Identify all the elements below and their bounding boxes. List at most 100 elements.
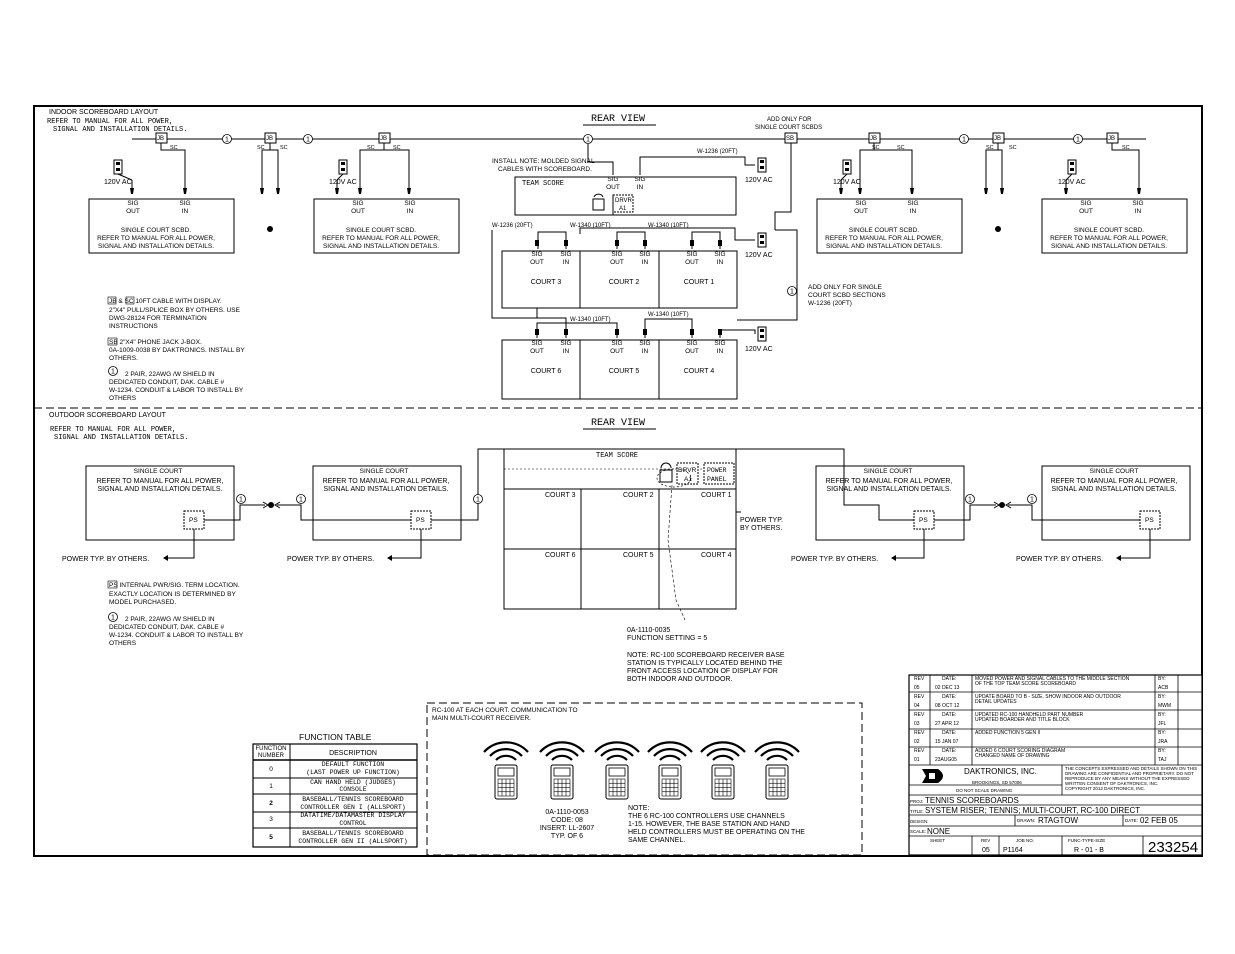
svg-text:120V AC: 120V AC [104, 179, 132, 186]
cable-label: W-1236 (20FT) [697, 149, 738, 155]
indoor-drops [160, 143, 1140, 230]
svg-text:1: 1 [269, 783, 273, 790]
svg-text:COURT 4: COURT 4 [701, 552, 732, 559]
add-only-label-2: SINGLE COURT SCBDS [755, 125, 822, 131]
svg-text:COURT 1: COURT 1 [684, 279, 715, 286]
ac-cords [117, 173, 1073, 181]
svg-text:TITLE:: TITLE: [910, 809, 924, 814]
power-by-others: POWER TYP. BY OTHERS. POWER TYP. BY OTHE… [62, 517, 1103, 563]
svg-text:BY:: BY: [1158, 748, 1166, 754]
svg-text:01: 01 [914, 757, 920, 763]
svg-text:SIG: SIG [714, 251, 725, 258]
svg-text:0: 0 [269, 766, 273, 773]
rc100-part-info: 0A-1110-0053 CODE: 08 INSERT: LL-2607 TY… [540, 809, 594, 840]
svg-text:SAME CHANNEL.: SAME CHANNEL. [628, 837, 685, 844]
team-score-label: TEAM SCORE [522, 180, 564, 188]
indoor-legend: JB & SC 10FT CABLE WITH DISPLAY. 2"X4" P… [107, 296, 245, 402]
svg-text:JOB NO.: JOB NO. [1016, 838, 1034, 843]
svg-text:POWER TYP. BY OTHERS.: POWER TYP. BY OTHERS. [287, 556, 374, 563]
svg-text:NUMBER: NUMBER [258, 753, 285, 759]
outdoor-driver-box [676, 462, 699, 485]
rc100-channel-note: NOTE: THE 6 RC-100 CONTROLLERS USE CHANN… [628, 805, 805, 844]
svg-text:POWER TYP.: POWER TYP. [740, 517, 783, 524]
svg-text:SINGLE COURT SCBD.: SINGLE COURT SCBD. [1074, 227, 1144, 234]
svg-text:POWER TYP. BY OTHERS.: POWER TYP. BY OTHERS. [1016, 556, 1103, 563]
svg-text:IN: IN [563, 348, 570, 355]
svg-text:SCALE:: SCALE: [910, 829, 926, 834]
svg-text:SIGNAL AND INSTALLATION DETAIL: SIGNAL AND INSTALLATION DETAILS. [827, 486, 952, 493]
svg-text:BY:: BY: [1158, 694, 1166, 700]
svg-text:INSERT: LL-2607: INSERT: LL-2607 [540, 825, 594, 832]
svg-text:15 JAN 07: 15 JAN 07 [935, 739, 959, 745]
svg-text:BY:: BY: [1158, 730, 1166, 736]
svg-text:2"X4" PULL/SPLICE BOX BY OTHER: 2"X4" PULL/SPLICE BOX BY OTHERS. USE [109, 307, 241, 314]
indoor-note-1: REFER TO MANUAL FOR ALL POWER, [47, 118, 173, 126]
daktronics-logo-icon [922, 769, 943, 783]
svg-text:SINGLE COURT: SINGLE COURT [864, 468, 913, 475]
svg-text:W-1234. CONDUIT & LABOR TO IN: W-1234. CONDUIT & LABOR TO INSTALL BY [109, 632, 244, 639]
svg-text:2: 2 [269, 800, 273, 807]
svg-text:JB: JB [266, 136, 273, 142]
svg-text:W-1340 (10FT): W-1340 (10FT) [648, 312, 689, 318]
function-table: FUNCTION NUMBER DESCRIPTION 0 DEFAULT FU… [252, 743, 418, 848]
func-type-size: R - 01 - B [1074, 847, 1104, 854]
svg-text:JRA: JRA [1158, 739, 1168, 745]
add-only-sections-2: COURT SCBD SECTIONS [808, 292, 886, 299]
svg-text:SIG: SIG [686, 251, 697, 258]
outdoor-single-courts [85, 465, 1191, 541]
svg-text:OUT: OUT [530, 348, 544, 355]
svg-text:DWG-28124 FOR TERMINATION: DWG-28124 FOR TERMINATION [109, 315, 207, 322]
svg-text:0A-1009-0038 BY DAKTRONICS. I: 0A-1009-0038 BY DAKTRONICS. INSTALL BY [109, 347, 245, 354]
svg-text:SIG: SIG [404, 200, 415, 207]
svg-text:OUT: OUT [610, 259, 624, 266]
svg-text:SIG: SIG [1132, 200, 1143, 207]
svg-text:OUT: OUT [606, 184, 620, 191]
svg-text:05: 05 [914, 685, 920, 691]
svg-text:27 APR 12: 27 APR 12 [935, 721, 959, 727]
svg-text:DESIGN:: DESIGN: [910, 819, 929, 824]
svg-text:IN: IN [717, 259, 724, 266]
svg-text:DETAIL UPDATES: DETAIL UPDATES [975, 699, 1017, 705]
svg-text:BY OTHERS.: BY OTHERS. [740, 525, 782, 532]
add-only-label-1: ADD ONLY FOR [767, 117, 812, 123]
svg-text:JB & SC 10FT CABLE WITH DISP: JB & SC 10FT CABLE WITH DISPLAY. [109, 298, 222, 305]
svg-text:SHEET: SHEET [930, 838, 945, 843]
svg-text:OUT: OUT [610, 348, 624, 355]
svg-text:OF THE TOP TEAM SCORE SCOREBOA: OF THE TOP TEAM SCORE SCOREBOARD [975, 681, 1076, 687]
power-panel-box [703, 462, 735, 485]
svg-text:OUT: OUT [530, 259, 544, 266]
svg-text:DATE:: DATE: [942, 748, 956, 754]
svg-text:JB: JB [870, 136, 877, 142]
svg-text:SIG: SIG [639, 340, 650, 347]
svg-text:POWER TYP. BY OTHERS.: POWER TYP. BY OTHERS. [791, 556, 878, 563]
svg-text:W-1340 (10FT): W-1340 (10FT) [570, 317, 611, 323]
svg-text:REV: REV [914, 676, 925, 682]
svg-text:SIG: SIG [634, 176, 645, 183]
svg-text:EXACTLY LOCATION IS DETERMINED: EXACTLY LOCATION IS DETERMINED BY [109, 591, 236, 598]
svg-text:PS: PS [1145, 517, 1154, 524]
svg-text:(LAST POWER UP FUNCTION): (LAST POWER UP FUNCTION) [306, 769, 400, 776]
svg-text:SB 2"X4" PHONE JACK J-BOX.: SB 2"X4" PHONE JACK J-BOX. [109, 339, 202, 346]
svg-text:SIG: SIG [352, 200, 363, 207]
svg-text:SC: SC [280, 145, 288, 151]
outdoor-single-court-notes: REFER TO MANUAL FOR ALL POWER,SIGNAL AND… [97, 478, 1178, 493]
svg-text:SC: SC [986, 145, 994, 151]
svg-text:OUT: OUT [1079, 208, 1093, 215]
svg-text:3: 3 [269, 816, 273, 823]
svg-text:04: 04 [914, 703, 920, 709]
svg-text:COURT 6: COURT 6 [545, 552, 576, 559]
continuation-dot [267, 226, 1001, 232]
svg-text:NOTE: RC-100 SCOREBOARD RECE: NOTE: RC-100 SCOREBOARD RECEIVER BASE [627, 652, 785, 659]
svg-text:STATION IS TYPICALLY LOCATED B: STATION IS TYPICALLY LOCATED BEHIND THE [627, 660, 783, 667]
svg-text:UPDATED BOARDER AND TITLE BLOC: UPDATED BOARDER AND TITLE BLOCK [975, 717, 1070, 723]
outdoor-court-labels: COURT 3 COURT 2 COURT 1 COURT 6 COURT 5 … [545, 492, 732, 559]
svg-text:CHANGED NAME OF DRAWING: CHANGED NAME OF DRAWING [975, 753, 1050, 759]
svg-text:SIG: SIG [639, 251, 650, 258]
svg-text:23AUG05: 23AUG05 [935, 757, 957, 763]
svg-text:SIGNAL AND INSTALLATION DETAIL: SIGNAL AND INSTALLATION DETAILS. [826, 243, 942, 250]
svg-text:JB: JB [994, 136, 1001, 142]
svg-text:120V AC: 120V AC [1058, 179, 1086, 186]
svg-text:120V AC: 120V AC [833, 179, 861, 186]
